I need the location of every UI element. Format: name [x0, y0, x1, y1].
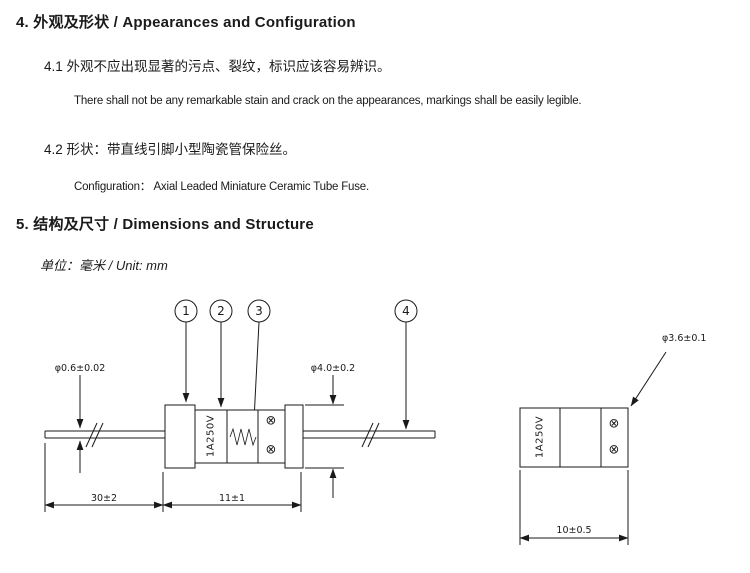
fuse-side-view: 1A250V ⊗ ⊗ — [519, 407, 629, 468]
dim-side-diameter: φ3.6±0.1 — [630, 333, 706, 407]
break-mark — [91, 422, 104, 448]
callout-3: 3 — [247, 299, 271, 421]
break-mark — [367, 422, 380, 448]
item-4-2-en: Configuration： Axial Leaded Miniature Ce… — [74, 181, 369, 193]
left-lead — [44, 422, 165, 448]
callout-circle — [247, 299, 271, 323]
callout-number: 3 — [255, 304, 263, 318]
dim-label: φ0.6±0.02 — [55, 363, 106, 374]
dim-label: φ3.6±0.1 — [662, 333, 706, 344]
fuse-front-view: 1A250V ⊗ ⊗ — [164, 404, 304, 469]
item-4-2-zh: 4.2 形状：带直线引脚小型陶瓷管保险丝。 — [44, 142, 297, 157]
callout-number: 1 — [182, 304, 190, 318]
cert-mark-icon: ⊗ — [266, 443, 277, 458]
section5-heading: 5. 结构及尺寸 / Dimensions and Structure — [16, 216, 314, 233]
break-mark — [361, 422, 374, 448]
ceramic-tube — [194, 409, 286, 464]
side-view-outline — [519, 407, 629, 468]
callout-circle — [174, 299, 198, 323]
leader-line — [251, 321, 260, 421]
callout-circle — [394, 299, 418, 323]
callout-2: 2 — [209, 299, 233, 408]
dim-lead-diameter: φ0.6±0.02 — [55, 363, 106, 473]
right-lead — [303, 422, 436, 448]
dim-body-diameter: φ4.0±0.2 — [305, 363, 355, 498]
cert-mark-icon: ⊗ — [266, 414, 277, 429]
callout-4: 4 — [394, 299, 418, 430]
item-4-1-zh: 4.1 外观不应出现显著的污点、裂纹，标识应该容易辨识。 — [44, 59, 391, 74]
break-mark — [85, 422, 98, 448]
left-end-cap — [164, 404, 196, 469]
dim-side-length: 10±0.5 — [519, 470, 629, 545]
item-4-1-en: There shall not be any remarkable stain … — [74, 95, 582, 107]
dim-lengths: 30±2 11±1 — [44, 443, 302, 512]
right-end-cap — [284, 404, 304, 469]
cert-mark-icon: ⊗ — [609, 417, 620, 432]
fuse-element-coil — [229, 427, 257, 447]
section4-heading: 4. 外观及形状 / Appearances and Configuration — [16, 14, 356, 31]
dimension-drawing: 1 2 3 4 — [44, 299, 706, 545]
dim-label: φ4.0±0.2 — [311, 363, 355, 374]
side-marking: 1A250V — [535, 416, 546, 458]
cert-mark-icon: ⊗ — [609, 443, 620, 458]
dim-label: 10±0.5 — [556, 525, 591, 536]
callout-number: 2 — [217, 304, 225, 318]
dim-lead-length-label: 30±2 — [91, 493, 117, 504]
unit-note: 单位：毫米 / Unit: mm — [40, 258, 168, 273]
dim-body-length-label: 11±1 — [219, 493, 245, 504]
leader-line — [630, 351, 667, 407]
callout-1: 1 — [174, 299, 198, 403]
callout-number: 4 — [402, 304, 410, 318]
fuse-marking: 1A250V — [206, 415, 217, 457]
callout-circle — [209, 299, 233, 323]
